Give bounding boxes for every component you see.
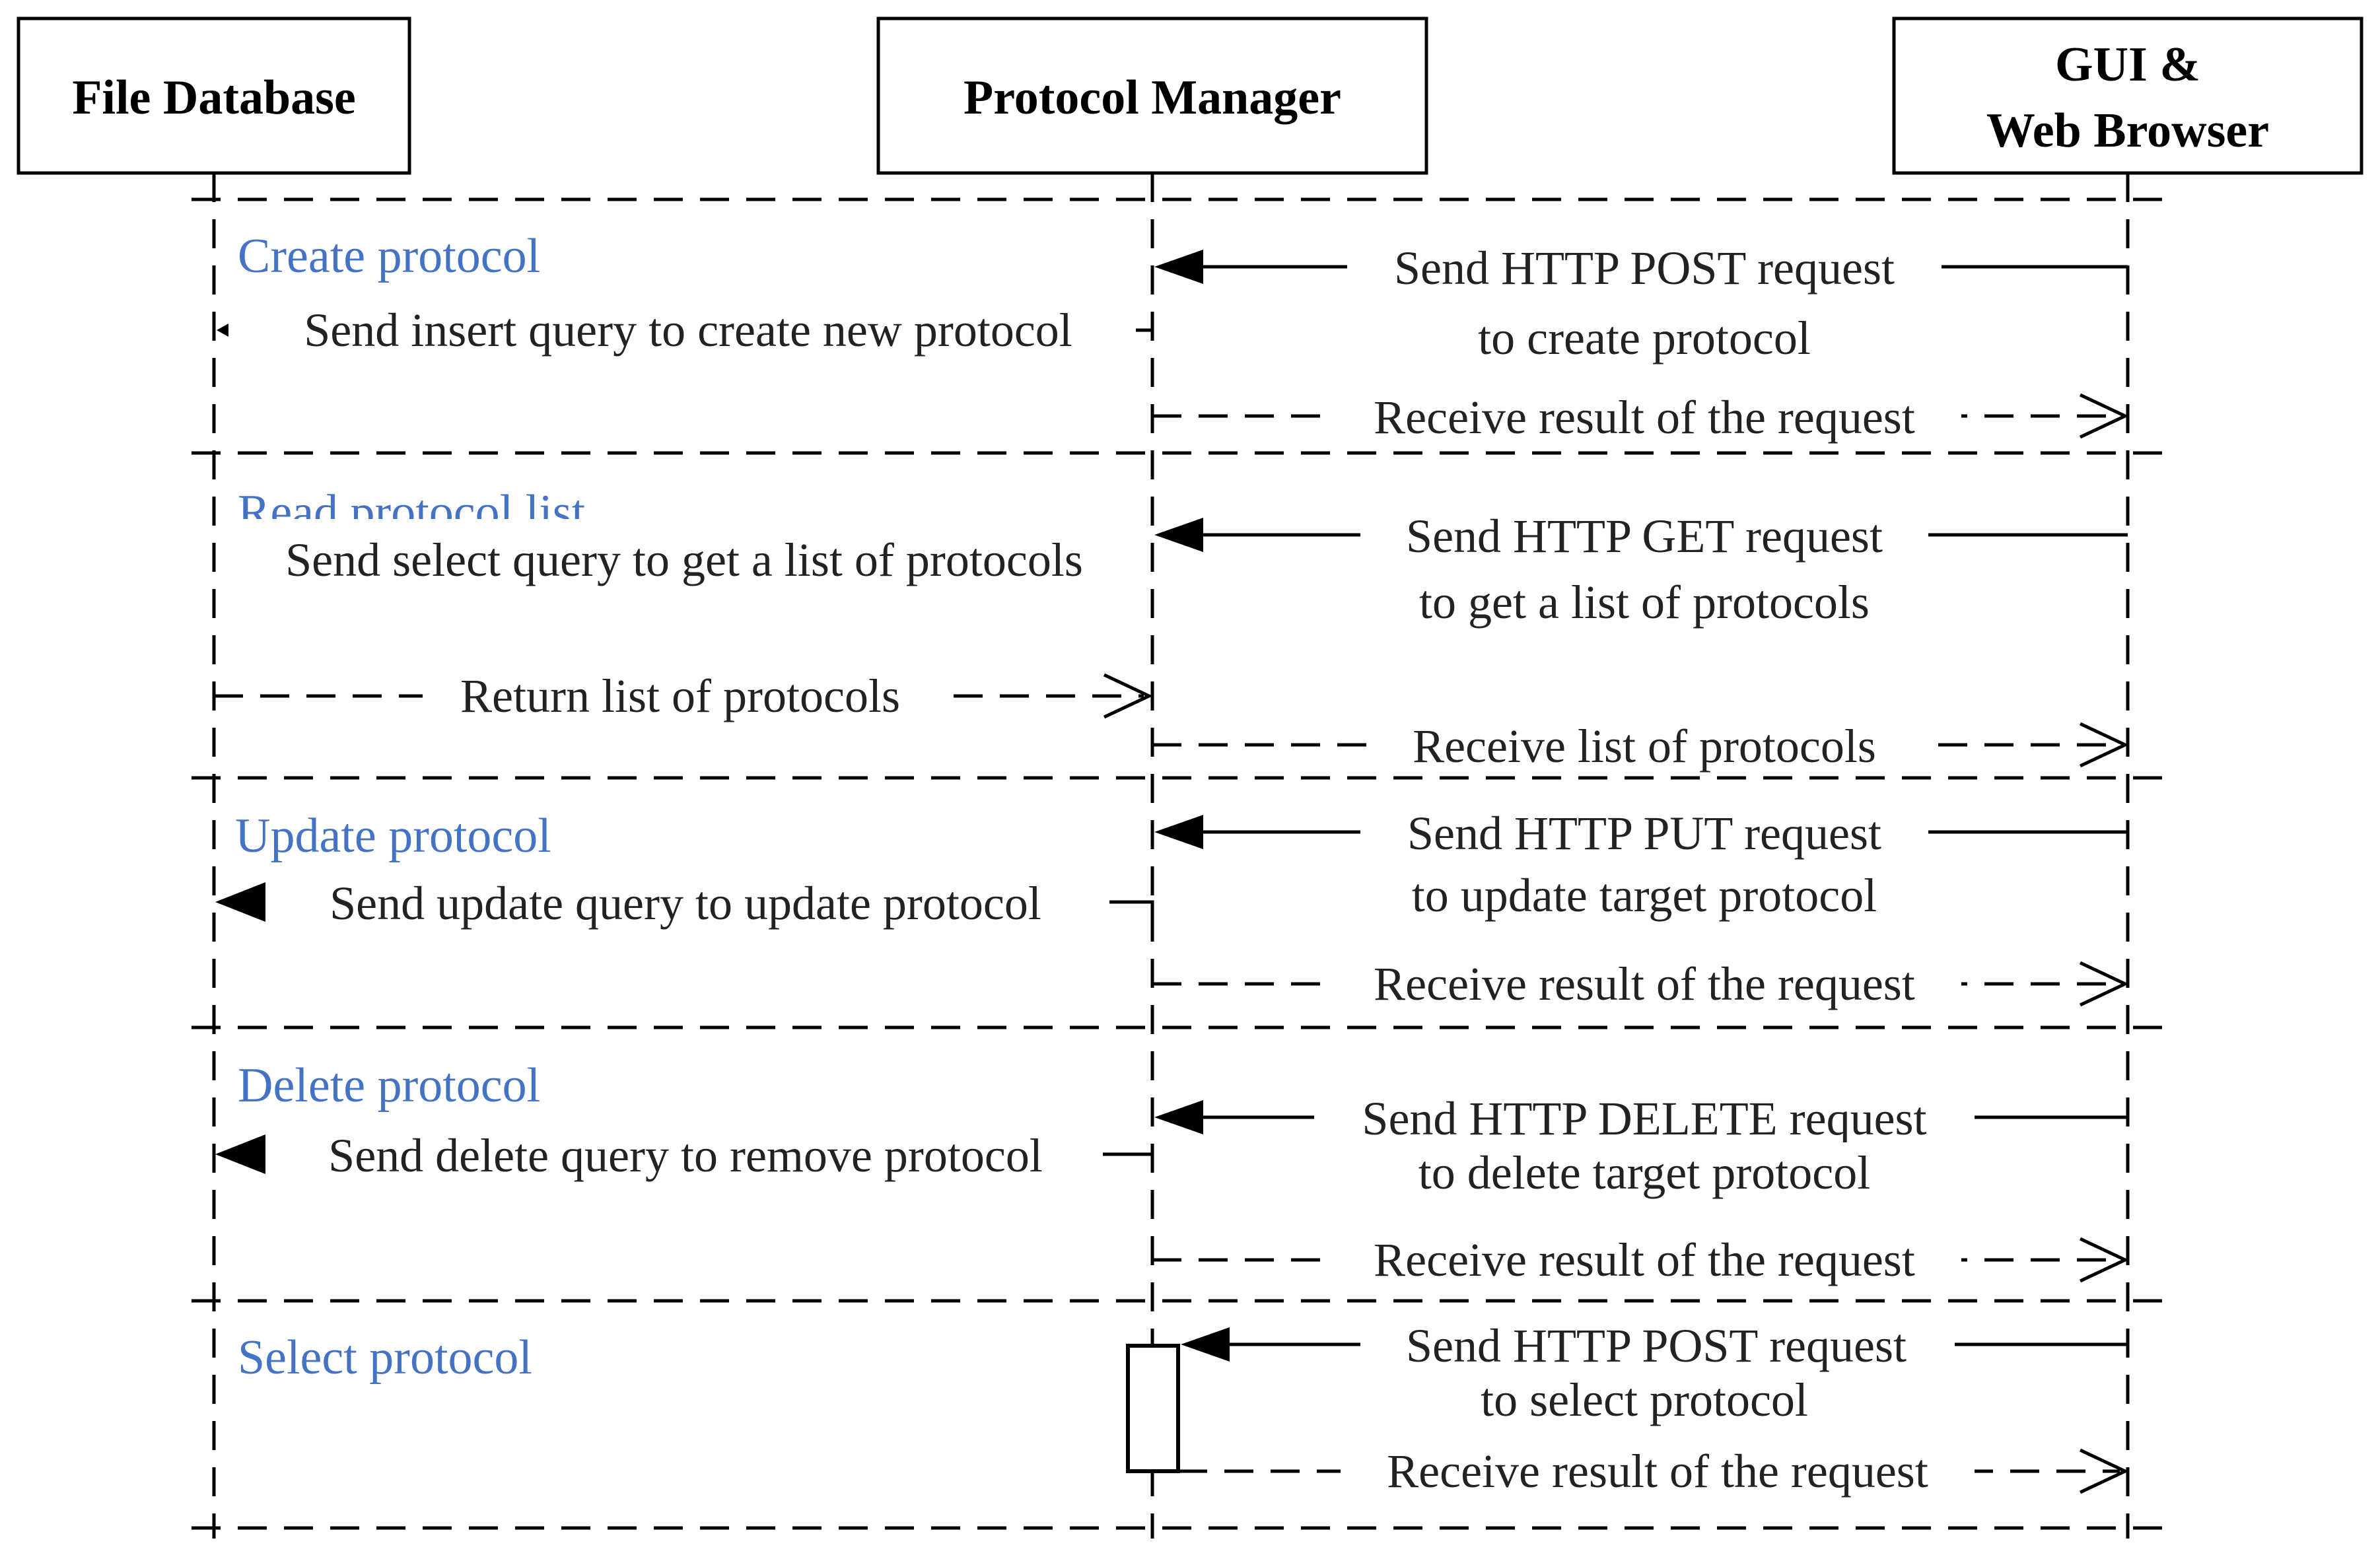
- actor-file-database: File Database: [17, 17, 411, 175]
- actor-gui-web-browser: GUI & Web Browser: [1892, 17, 2363, 175]
- msg-select-http-post: Send HTTP POST request to select protoco…: [1181, 1317, 2128, 1426]
- actor-gui-label-line2: Web Browser: [1986, 104, 2269, 158]
- msg-update-put-line1: Send HTTP PUT request: [1407, 807, 1881, 860]
- msg-delete-line1: Send HTTP DELETE request: [1362, 1092, 1926, 1145]
- msg-delete-query-label: Send delete query to remove protocol: [328, 1129, 1043, 1182]
- msg-delete-line2: to delete target protocol: [1418, 1146, 1870, 1199]
- msg-select-result-label: Receive result of the request: [1387, 1445, 1928, 1498]
- msg-delete-result-label: Receive result of the request: [1374, 1233, 1915, 1286]
- msg-create-http-post: Send HTTP POST request to create protoco…: [1154, 238, 2128, 364]
- actor-protocol-manager: Protocol Manager: [876, 17, 1428, 175]
- section-title-delete: Delete protocol: [238, 1058, 540, 1113]
- msg-create-result-label: Receive result of the request: [1374, 391, 1915, 444]
- msg-read-http-get: Send HTTP GET request to get a list of p…: [1154, 507, 2128, 629]
- msg-create-insert-query: Send insert query to create new protocol: [217, 304, 1152, 357]
- msg-delete-http-delete: Send HTTP DELETE request to delete targe…: [1154, 1090, 2128, 1199]
- section-title-update: Update protocol: [235, 809, 551, 863]
- msg-delete-query: Send delete query to remove protocol: [215, 1129, 1152, 1182]
- msg-create-post-line1: Send HTTP POST request: [1394, 242, 1895, 295]
- msg-update-query: Send update query to update protocol: [215, 877, 1154, 930]
- actor-file-database-label: File Database: [72, 71, 356, 125]
- section-title-create: Create protocol: [238, 229, 540, 283]
- msg-read-receive-list: Receive list of protocols: [1152, 720, 2129, 773]
- msg-read-receive-label: Receive list of protocols: [1413, 720, 1876, 773]
- msg-read-return-label: Return list of protocols: [460, 670, 900, 722]
- msg-update-http-put: Send HTTP PUT request to update target p…: [1154, 804, 2128, 922]
- msg-create-insert-label: Send insert query to create new protocol: [304, 304, 1072, 357]
- msg-read-return-list: Return list of protocols: [214, 670, 1153, 722]
- section-title-select: Select protocol: [238, 1331, 532, 1385]
- actor-protocol-manager-label: Protocol Manager: [963, 71, 1341, 125]
- msg-delete-receive-result: Receive result of the request: [1152, 1233, 2129, 1286]
- msg-create-post-line2: to create protocol: [1478, 312, 1811, 364]
- msg-create-receive-result: Receive result of the request: [1152, 391, 2129, 444]
- section-title-read-wrap: Read protocol list: [218, 485, 1142, 539]
- msg-select-receive-result: Receive result of the request: [1178, 1445, 2129, 1498]
- actor-gui-label-line1: GUI &: [2055, 38, 2200, 92]
- msg-update-query-label: Send update query to update protocol: [330, 877, 1041, 930]
- msg-update-result-label: Receive result of the request: [1374, 957, 1915, 1010]
- msg-update-put-line2: to update target protocol: [1412, 869, 1877, 922]
- msg-update-receive-result: Receive result of the request: [1152, 957, 2129, 1010]
- msg-read-select-query: Send select query to get a list of proto…: [285, 534, 1083, 586]
- activation-bar-protocol-manager: [1126, 1344, 1180, 1473]
- msg-select-post-line1: Send HTTP POST request: [1406, 1319, 1907, 1372]
- msg-read-get-line1: Send HTTP GET request: [1406, 510, 1883, 563]
- msg-read-get-line2: to get a list of protocols: [1419, 576, 1870, 629]
- msg-read-select-label: Send select query to get a list of proto…: [285, 534, 1083, 586]
- msg-select-post-line2: to select protocol: [1481, 1373, 1808, 1426]
